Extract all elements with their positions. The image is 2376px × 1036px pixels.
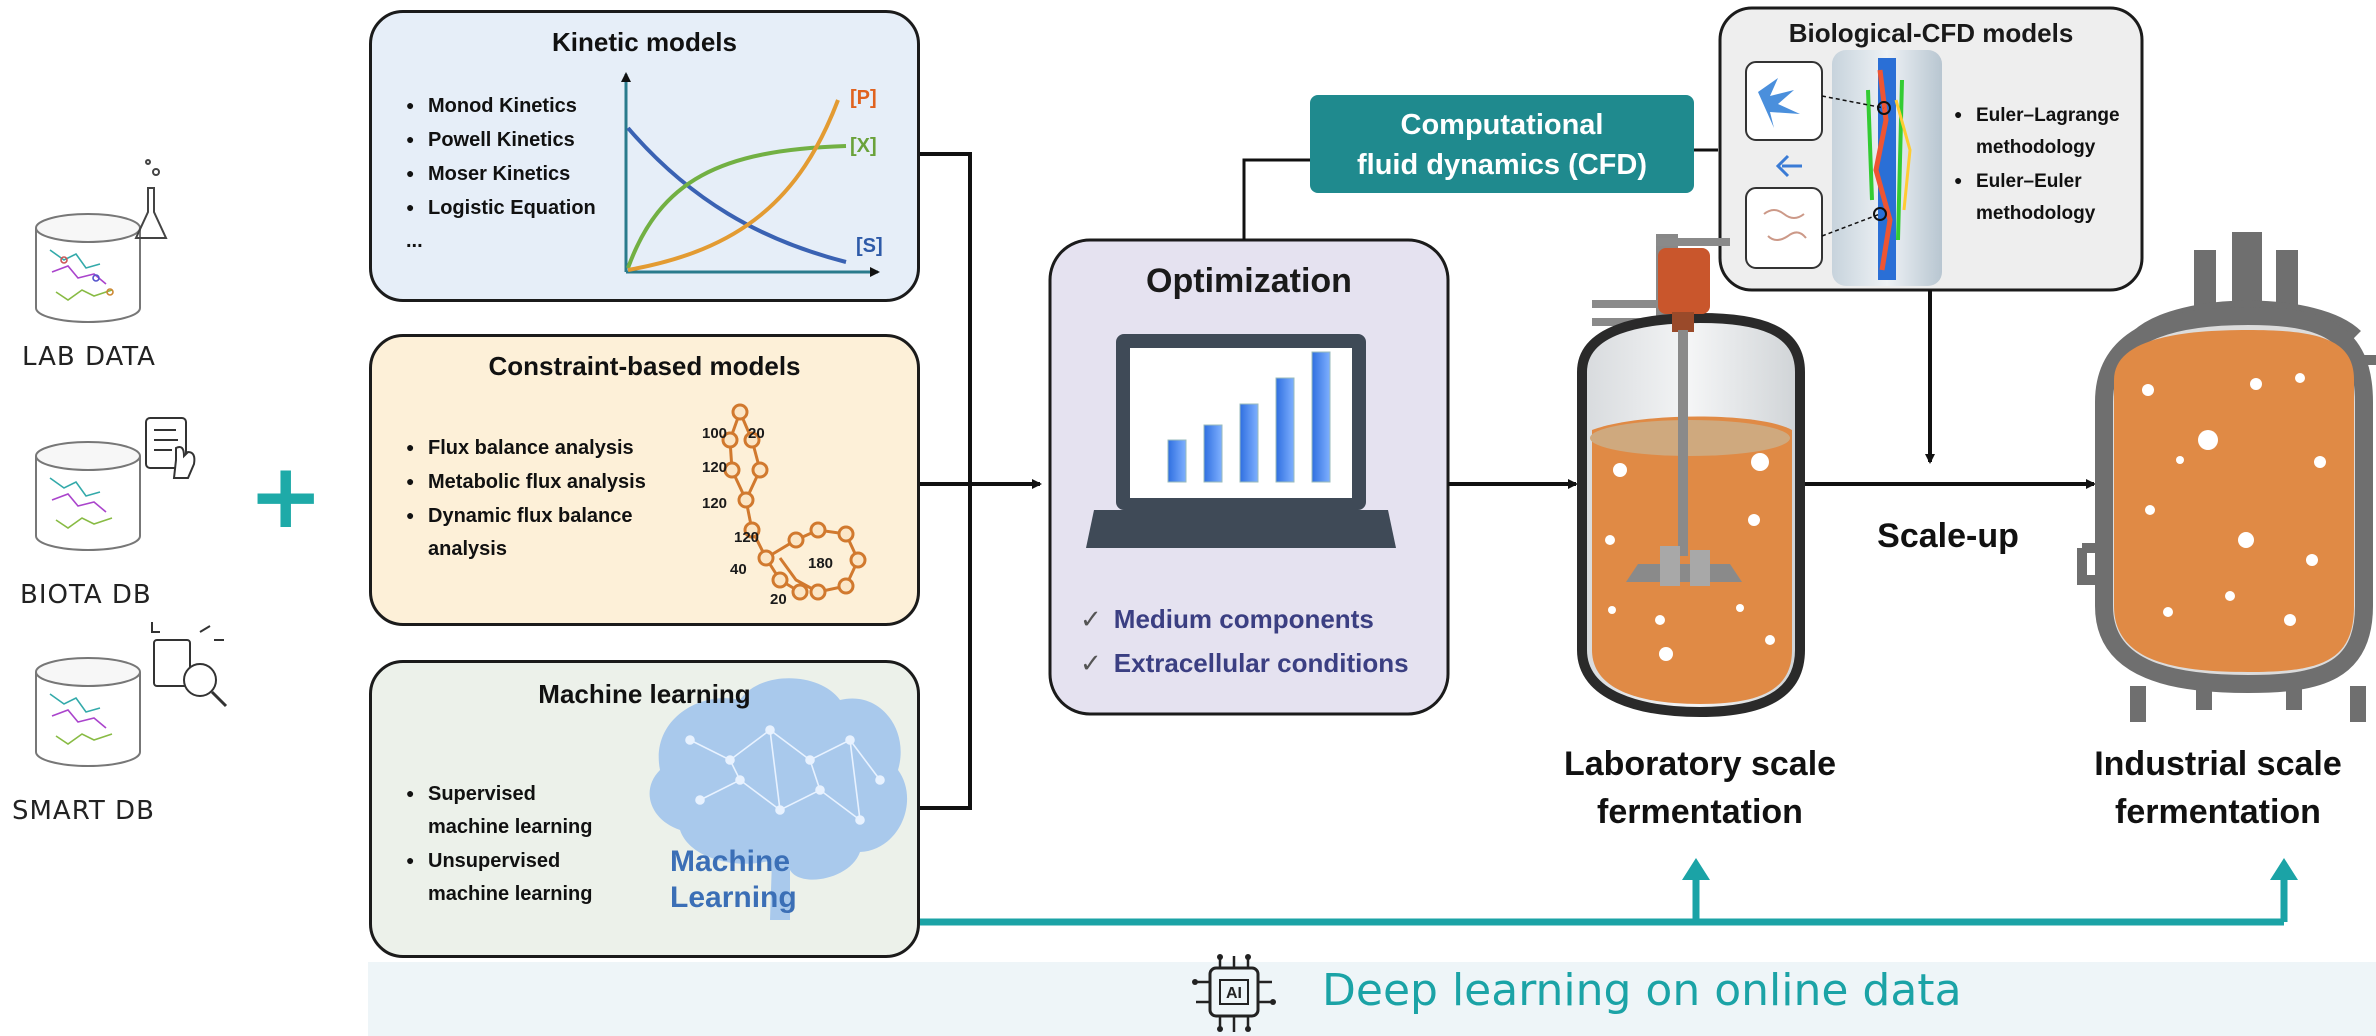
lab-scale-line-2: fermentation — [1597, 793, 1803, 831]
list-item: ... — [406, 230, 423, 252]
network-label: 180 — [808, 555, 834, 572]
bio-cfd-title: Biological-CFD models — [1788, 18, 2074, 48]
lab-fermenter-icon — [1577, 234, 1805, 718]
industrial-fermenter-icon — [2077, 232, 2376, 722]
biomass-curve — [626, 144, 847, 269]
bio-cfd-list: Euler–Lagrange methodology Euler–Euler m… — [1954, 98, 2120, 230]
biota-database-icon — [35, 417, 196, 551]
plus-icon: + — [248, 444, 324, 549]
network-label: 20 — [748, 425, 765, 442]
industrial-scale-line-1: Industrial scale — [2094, 745, 2342, 783]
constraint-based-list: Flux balance analysis Metabolic flux ana… — [406, 431, 646, 566]
list-item-continued: methodology — [1976, 137, 2096, 158]
opt-to-cfd-line — [1242, 158, 1310, 240]
list-item: Powell Kinetics — [406, 123, 596, 157]
optimization-title: Optimization — [1146, 262, 1352, 300]
deep-learning-label: Deep learning on online data — [1322, 965, 1962, 1016]
list-item: Euler–Euler — [1954, 164, 2120, 198]
industrial-feedback-arrowhead — [2270, 858, 2298, 880]
lab-scale-line-1: Laboratory scale — [1563, 745, 1837, 783]
list-item: Dynamic flux balance — [406, 499, 646, 533]
ai-chip-icon: AI — [1192, 954, 1276, 1032]
network-label: 120 — [702, 495, 728, 512]
product-curve-label: [P] — [850, 87, 877, 109]
network-label: 20 — [770, 591, 787, 608]
metabolic-network-icon — [721, 403, 867, 601]
list-item: Supervised — [406, 777, 593, 811]
list-item: Unsupervised — [406, 844, 593, 878]
brain-text-machine: Machine — [670, 845, 791, 878]
kinetic-models-panel: Kinetic models Monod Kinetics Powell Kin… — [369, 10, 920, 302]
cfd-line-2: fluid dynamics (CFD) — [1356, 149, 1647, 181]
machine-learning-list: Supervised machine learning Unsupervised… — [406, 777, 593, 911]
substrate-curve-label: [S] — [856, 235, 883, 257]
machine-learning-panel: Machine learning Supervised machine lear… — [369, 660, 920, 958]
kinetic-models-list: Monod Kinetics Powell Kinetics Moser Kin… — [406, 89, 596, 258]
optimization-check-2: ✓ Extracellular conditions — [1080, 640, 1409, 686]
constraint-based-panel: Constraint-based models Flux balance ana… — [369, 334, 920, 626]
lab-data-label: LAB DATA — [22, 342, 156, 372]
product-curve — [627, 99, 840, 272]
deep-learning-feedback — [920, 876, 2288, 926]
kinetic-chart — [621, 72, 880, 277]
kinetic-models-title: Kinetic models — [552, 27, 737, 57]
lab-scale-label: Laboratory scale fermentation — [1540, 740, 1860, 836]
lab-database-icon — [35, 159, 168, 323]
optimization-check-1: ✓ Medium components — [1080, 596, 1374, 642]
cfd-line-1: Computational — [1400, 109, 1604, 141]
substrate-curve — [626, 126, 847, 264]
cfd-box: Computational fluid dynamics (CFD) — [1310, 95, 1694, 193]
laptop-icon — [1086, 334, 1396, 548]
list-item: Logistic Equation — [406, 191, 596, 225]
check-icon: ✓ — [1080, 648, 1102, 678]
ai-chip-text: AI — [1226, 985, 1242, 1002]
list-item-continued: machine learning — [428, 816, 593, 838]
industrial-scale-line-2: fermentation — [2115, 793, 2321, 831]
check-label: Extracellular conditions — [1113, 648, 1409, 678]
list-item: Metabolic flux analysis — [406, 465, 646, 499]
network-label: 120 — [702, 459, 728, 476]
brain-icon — [649, 678, 908, 920]
network-label: 40 — [730, 561, 747, 578]
check-icon: ✓ — [1080, 604, 1102, 634]
brain-text-learning: Learning — [670, 881, 797, 914]
smart-db-label: SMART DB — [12, 796, 155, 826]
biota-db-label: BIOTA DB — [20, 580, 152, 610]
list-item-continued: analysis — [428, 538, 507, 560]
lab-feedback-arrowhead — [1682, 858, 1710, 880]
check-label: Medium components — [1113, 604, 1374, 634]
list-item-continued: machine learning — [428, 883, 593, 905]
network-label: 100 — [702, 425, 728, 442]
scale-up-label: Scale-up — [1877, 517, 2019, 555]
industrial-scale-label: Industrial scale fermentation — [2068, 740, 2368, 836]
panel-connectors — [920, 152, 1042, 810]
network-label: 120 — [734, 529, 760, 546]
list-item: Flux balance analysis — [406, 431, 646, 465]
bottom-band — [368, 962, 2376, 1036]
kinetic-panel-bg — [369, 10, 920, 302]
list-item: Euler–Lagrange — [1954, 98, 2120, 132]
biomass-curve-label: [X] — [850, 135, 877, 157]
list-item: Moser Kinetics — [406, 157, 596, 191]
list-item-continued: methodology — [1976, 203, 2096, 224]
constraint-based-title: Constraint-based models — [488, 351, 801, 381]
machine-learning-title: Machine learning — [538, 679, 751, 709]
list-item: Monod Kinetics — [406, 89, 596, 123]
smart-database-icon — [35, 622, 228, 767]
cfd-simulation-image — [1745, 50, 1942, 286]
